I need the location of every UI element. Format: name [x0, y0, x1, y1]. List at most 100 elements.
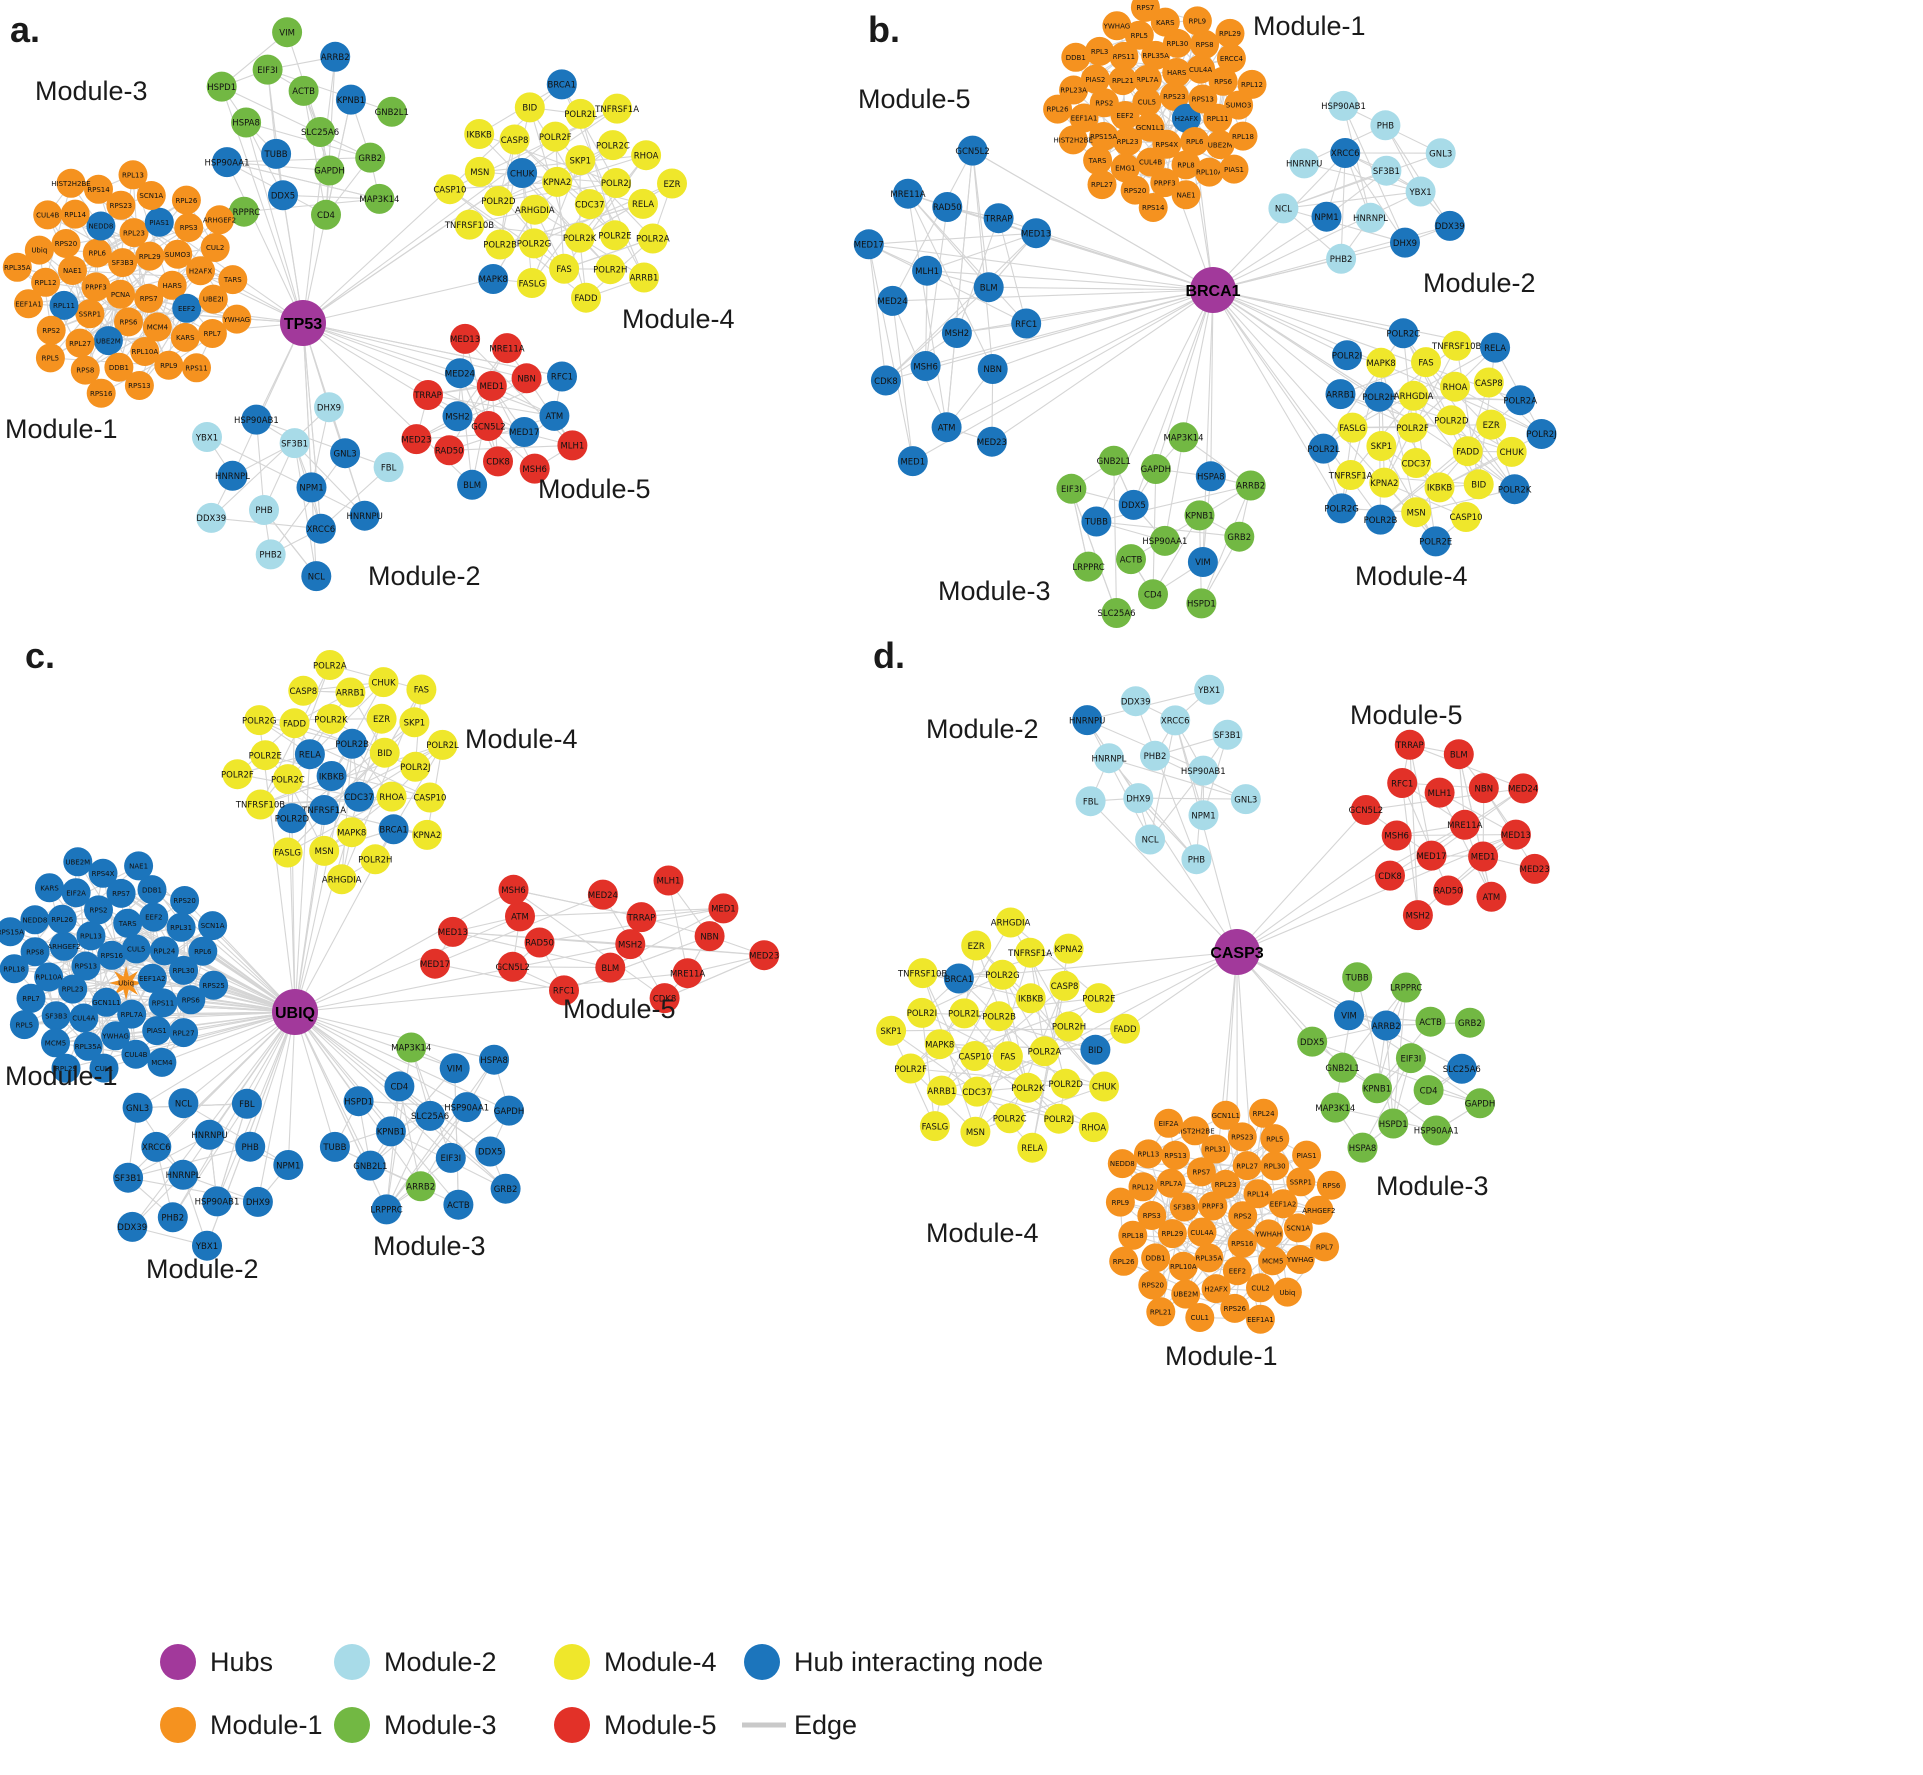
node-MED1[interactable]: [1468, 841, 1499, 872]
node-TARS[interactable]: [113, 908, 143, 938]
node-LRPPRC[interactable]: [1073, 551, 1104, 582]
node-ARRB1[interactable]: [926, 1075, 957, 1106]
node-DDX5[interactable]: [1118, 489, 1149, 520]
node-NCL[interactable]: [1135, 824, 1166, 855]
node-PIAS1[interactable]: [1219, 154, 1249, 184]
node-NEDD8[interactable]: [86, 211, 116, 241]
node-RPL23[interactable]: [1113, 126, 1143, 156]
node-KPNB1[interactable]: [1362, 1073, 1392, 1104]
node-SLC25A6[interactable]: [415, 1100, 446, 1131]
node-RELA[interactable]: [1017, 1132, 1048, 1163]
node-MED13[interactable]: [450, 323, 481, 354]
node-HSPA8[interactable]: [231, 107, 262, 138]
node-CUL4A[interactable]: [69, 1003, 99, 1033]
node-POLR2J[interactable]: [1526, 419, 1557, 449]
node-RHOA[interactable]: [1440, 371, 1470, 402]
node-POLR2E[interactable]: [250, 740, 281, 771]
node-SF3B3[interactable]: [108, 248, 138, 278]
node-MLH1[interactable]: [653, 865, 684, 896]
node-RPS13[interactable]: [1161, 1140, 1190, 1170]
node-POLR2G[interactable]: [519, 228, 549, 259]
node-NPM1[interactable]: [1188, 800, 1219, 831]
node-PIAS2[interactable]: [1080, 64, 1110, 94]
node-FASLG[interactable]: [1337, 412, 1368, 443]
node-KPNB1[interactable]: [1184, 500, 1215, 531]
node-MED1[interactable]: [897, 446, 928, 477]
node-SLC25A6[interactable]: [1446, 1053, 1477, 1084]
node-SKP1[interactable]: [1366, 431, 1397, 461]
node-SF3B1[interactable]: [1371, 155, 1402, 186]
node-HARS[interactable]: [157, 270, 187, 300]
node-EEF1A2[interactable]: [137, 963, 167, 993]
node-RPL29[interactable]: [1157, 1219, 1187, 1249]
node-SF3B3[interactable]: [1169, 1192, 1199, 1222]
node-YBX1[interactable]: [1405, 176, 1436, 207]
node-RPL6[interactable]: [188, 936, 218, 966]
node-CUL5[interactable]: [121, 934, 151, 964]
node-PIAS1[interactable]: [142, 1016, 172, 1046]
node-BLM[interactable]: [457, 469, 488, 500]
node-RPS15A[interactable]: [0, 917, 25, 947]
node-GNL3[interactable]: [122, 1092, 153, 1123]
node-MRE11A[interactable]: [1449, 809, 1480, 840]
node-LRPPRC[interactable]: [1391, 972, 1422, 1003]
node-POLR2K[interactable]: [1499, 474, 1530, 505]
node-RPL27[interactable]: [1087, 170, 1117, 200]
node-DDX5[interactable]: [475, 1136, 506, 1167]
node-FADD[interactable]: [571, 282, 601, 313]
node-MED13[interactable]: [1021, 218, 1052, 249]
node-MLH1[interactable]: [1424, 777, 1455, 808]
node-XRCC6[interactable]: [305, 513, 336, 544]
node-MAP3K14[interactable]: [1320, 1092, 1351, 1123]
node-NBN[interactable]: [694, 921, 725, 952]
node-RHOA[interactable]: [376, 781, 407, 812]
hub-UBIQ[interactable]: [272, 989, 318, 1035]
node-RPS20[interactable]: [170, 886, 200, 915]
node-RPL9[interactable]: [1182, 6, 1212, 36]
node-YWHAG[interactable]: [101, 1021, 131, 1051]
node-HSP90AB1[interactable]: [1188, 755, 1219, 786]
node-KARS[interactable]: [35, 873, 64, 903]
node-CUL1[interactable]: [89, 1053, 119, 1083]
node-POLR2D[interactable]: [1436, 405, 1467, 436]
node-ARRB1[interactable]: [1325, 379, 1356, 410]
node-RPL14[interactable]: [60, 199, 90, 229]
node-RPL5[interactable]: [9, 1010, 39, 1040]
node-POLR2J[interactable]: [601, 168, 632, 198]
node-RPL8[interactable]: [1171, 150, 1201, 180]
node-HSP90AB1[interactable]: [1328, 90, 1359, 121]
node-DDX39[interactable]: [196, 502, 227, 533]
node-KARS[interactable]: [170, 322, 200, 352]
node-NCL[interactable]: [1268, 193, 1299, 224]
node-NPM1[interactable]: [296, 472, 327, 503]
node-RPL26[interactable]: [47, 904, 77, 934]
node-POLR2G[interactable]: [1326, 493, 1357, 524]
node-RPL10A[interactable]: [130, 337, 160, 366]
node-CUL4B[interactable]: [1136, 147, 1166, 177]
node-Ubiq[interactable]: [1272, 1277, 1302, 1307]
node-SLC25A6[interactable]: [305, 117, 336, 147]
node-SUMO3[interactable]: [1224, 90, 1254, 120]
node-KPNB1[interactable]: [375, 1116, 406, 1147]
node-NCL[interactable]: [301, 561, 332, 592]
node-MCM5[interactable]: [1258, 1246, 1288, 1276]
node-HNRNPU[interactable]: [1289, 148, 1320, 179]
node-SSRP1[interactable]: [1286, 1167, 1316, 1197]
node-RPS20[interactable]: [1120, 175, 1150, 205]
node-POLR2C[interactable]: [994, 1103, 1025, 1134]
node-POLR2H[interactable]: [1364, 381, 1395, 412]
node-XRCC6[interactable]: [141, 1131, 172, 1162]
node-EZR[interactable]: [1476, 409, 1507, 440]
node-KPNA2[interactable]: [1369, 467, 1400, 498]
node-ATM[interactable]: [505, 901, 535, 932]
node-FAS[interactable]: [549, 253, 580, 284]
node-CASP8[interactable]: [1049, 970, 1080, 1001]
node-RPL31[interactable]: [1201, 1134, 1231, 1164]
node-SCN1A[interactable]: [136, 181, 166, 210]
node-RPL27[interactable]: [65, 328, 95, 358]
node-NEDD8[interactable]: [1107, 1149, 1137, 1179]
node-XRCC6[interactable]: [1330, 138, 1361, 168]
node-CUL4B[interactable]: [33, 200, 63, 230]
node-BLM[interactable]: [973, 272, 1004, 303]
node-H2AFX[interactable]: [186, 256, 215, 286]
